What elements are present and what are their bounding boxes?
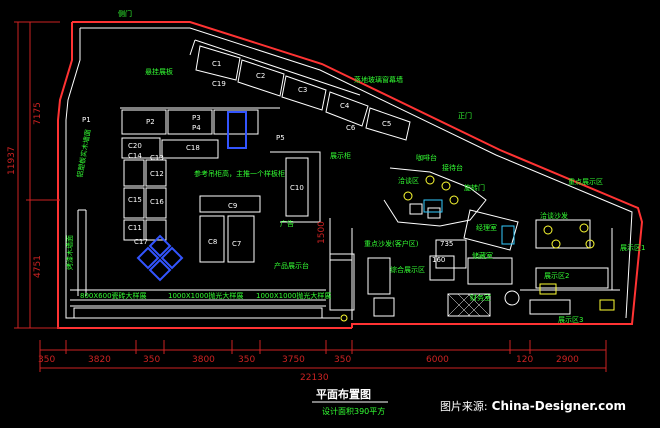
outer-wall [57,21,644,329]
chairs [340,175,615,322]
cab-c17: C17 [134,238,148,246]
label-door-left: 侧门 [118,9,132,18]
label-product-display: 产品展示台 [274,261,309,270]
label-coffee: 咖啡台 [416,153,437,162]
cab-p4: P4 [192,124,201,132]
cab-c9: C9 [228,202,237,210]
dim-bottom-5: 3750 [282,355,305,365]
cab-c13: C13 [150,154,164,162]
dim-bottom-2: 350 [143,355,160,365]
dim-bottom-8: 120 [516,355,533,365]
label-rotating-door: 旋转门 [464,183,485,192]
label-row-bottom-left: 800X600瓷砖大样展 [80,291,147,300]
dim-bottom-6: 350 [334,355,351,365]
dim-left-bottom: 4751 [33,255,43,278]
tile-pattern [447,293,491,317]
dim-bottom-9: 2900 [556,355,579,365]
cab-c6: C6 [346,124,356,132]
label-negotiation: 洽谈区 [398,176,419,185]
label-manager-office: 经理室 [476,223,497,232]
label-glass-window: 落地玻璃窗幕墙 [354,75,403,84]
label-key-display: 重点展示区 [568,178,603,186]
label-display-1: 展示区1 [620,244,645,252]
dim-total: 22130 [300,373,329,383]
label-reception: 接待台 [442,163,463,172]
label-key-sofa: 重点沙发(客户区) [364,239,419,248]
cab-p1: P1 [82,116,91,124]
label-comprehensive: 综合展示区 [390,265,425,274]
cab-p5: P5 [276,134,285,142]
label-display-2: 展示区2 [544,272,569,280]
num-160: 160 [432,256,445,264]
watermark-prefix: 图片来源: [439,400,488,413]
label-left-wall-panel: 铝塑板实木墙面 [75,129,92,179]
cab-c2: C2 [256,72,265,80]
label-display-3: 展示区3 [558,316,583,324]
cab-c4: C4 [340,102,350,110]
inner-walls [65,27,633,320]
plan-title: 平面布置图 [316,387,371,401]
cab-p2: P2 [146,118,155,126]
cab-c19: C19 [212,80,226,88]
label-negotiation-sofa: 洽谈沙发 [540,211,568,220]
cab-c14: C14 [128,152,142,160]
cab-c20: C20 [128,142,142,150]
cab-c11: C11 [128,224,142,232]
dim-bottom-1: 3820 [88,355,111,365]
label-storage: 储藏室 [472,251,493,260]
label-row-bottom-right: 1000X1000抛光大样展 [256,291,331,300]
dim-bottom [39,340,607,372]
cab-c10: C10 [290,184,304,192]
label-left-wall-panel2: 烤漆木墙面 [65,235,74,270]
plan-subtitle: 设计面积390平方 [322,406,385,416]
watermark: 图片来源:China-Designer.com [440,398,626,414]
dim-left [14,21,60,329]
label-hanging-display: 悬挂展板 [145,67,173,76]
cab-c7: C7 [232,240,241,248]
watermark-text: China-Designer.com [491,399,626,413]
cab-c8: C8 [208,238,217,246]
label-showcase: 展示柜 [330,151,351,160]
cab-c16: C16 [150,198,164,206]
label-door-right: 正门 [458,111,472,120]
label-cabinet-guide: 参考吊柜高，主推一个样板柜 [194,169,285,178]
cab-c12: C12 [150,170,164,178]
cab-c15: C15 [128,196,142,204]
dim-bottom-0: 350 [38,355,55,365]
label-finance: 财务室 [470,293,491,302]
dim-bottom-7: 6000 [426,355,449,365]
cab-c1: C1 [212,60,221,68]
cab-c5: C5 [382,120,391,128]
label-ad: 广告 [280,219,294,228]
cab-p3: P3 [192,114,201,122]
dim-bottom-3: 3800 [192,355,215,365]
dim-left-total: 11937 [7,146,17,175]
dim-bottom-4: 350 [238,355,255,365]
label-row-bottom-mid: 1000X1000抛光大样展 [168,291,243,300]
blue-seating [136,111,247,282]
dim-vertical-mid: 1500 [317,221,327,244]
num-735: 735 [440,240,453,248]
cab-c3: C3 [298,86,307,94]
cab-c18: C18 [186,144,200,152]
accent-items [423,199,515,245]
dim-left-top: 7175 [33,102,43,125]
